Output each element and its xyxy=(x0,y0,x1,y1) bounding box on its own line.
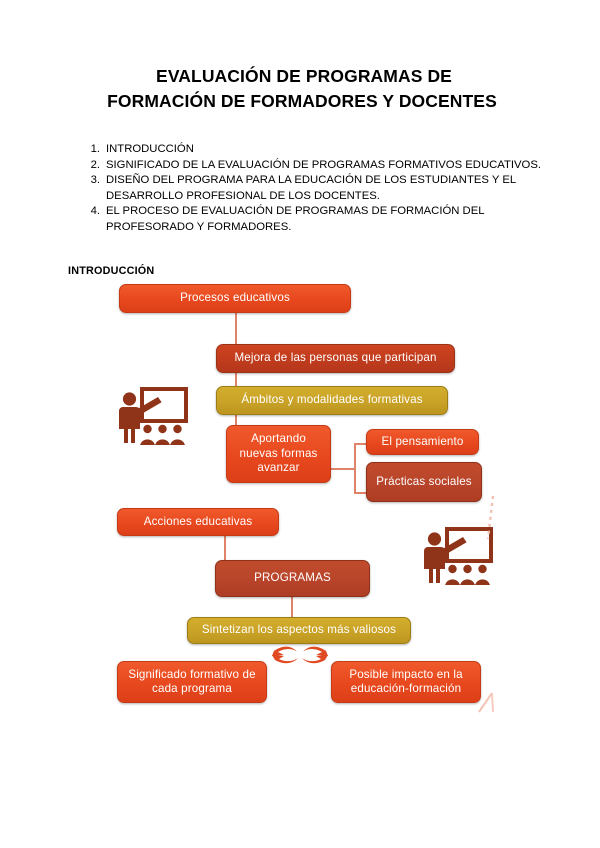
node-label: Ámbitos y modalidades formativas xyxy=(241,393,423,407)
node-label: Aportando nuevas formas avanzar xyxy=(239,432,318,475)
list-item-number: 2. xyxy=(90,158,100,171)
node-label: Acciones educativas xyxy=(143,514,253,528)
node-acciones-educativas[interactable]: Acciones educativas xyxy=(117,508,279,536)
connector-aportando-stem xyxy=(331,468,355,470)
connector-to-practicas xyxy=(354,492,372,494)
node-label: Prácticas sociales xyxy=(376,474,472,488)
flow-diagram: Procesos educativos Mejora de las person… xyxy=(0,284,600,735)
node-label: Significado formativo de cada programa xyxy=(128,667,256,696)
list-item-label: INTRODUCCIÓN xyxy=(106,143,194,155)
node-programas[interactable]: PROGRAMAS xyxy=(215,560,370,597)
node-sintetizan-aspectos[interactable]: Sintetizan los aspectos más valiosos xyxy=(187,617,411,644)
node-significado-formativo[interactable]: Significado formativo de cada programa xyxy=(117,661,267,703)
page-title: EVALUACIÓN DE PROGRAMAS DE FORMACIÓN DE … xyxy=(60,64,544,114)
node-ambitos-modalidades[interactable]: Ámbitos y modalidades formativas xyxy=(216,386,448,415)
list-item-number: 3. xyxy=(90,174,100,187)
connector-procesos-to-mejora xyxy=(235,313,237,345)
node-label: El pensamiento xyxy=(381,434,464,448)
teacher-blackboard-icon xyxy=(114,385,194,452)
table-of-contents: 1. INTRODUCCIÓN 2. SIGNIFICADO DE LA EVA… xyxy=(82,142,542,236)
list-item-label: SIGNIFICADO DE LA EVALUACIÓN DE PROGRAMA… xyxy=(106,158,542,171)
node-label: Sintetizan los aspectos más valiosos xyxy=(201,623,397,637)
list-item: 1. INTRODUCCIÓN xyxy=(82,142,542,158)
node-label: Procesos educativos xyxy=(180,291,290,305)
section-heading-introduccion: INTRODUCCIÓN xyxy=(68,265,155,277)
list-item: 2. SIGNIFICADO DE LA EVALUACIÓN DE PROGR… xyxy=(82,158,542,174)
list-item: 4. EL PROCESO DE EVALUACIÓN DE PROGRAMAS… xyxy=(82,204,542,235)
connector-bracket-vertical xyxy=(354,443,356,493)
node-label: Posible impacto en la educación-formació… xyxy=(349,667,463,696)
teacher-blackboard-icon xyxy=(419,525,499,592)
connector-mejora-to-ambitos xyxy=(235,373,237,387)
list-item-number: 1. xyxy=(90,143,100,155)
node-label: Mejora de las personas que participan xyxy=(234,351,437,365)
converging-arrows-icon xyxy=(272,643,328,676)
page-title-line-1: EVALUACIÓN DE PROGRAMAS DE xyxy=(156,66,452,86)
list-item-number: 4. xyxy=(90,205,100,218)
node-el-pensamiento[interactable]: El pensamiento xyxy=(366,429,479,455)
node-posible-impacto[interactable]: Posible impacto en la educación-formació… xyxy=(331,661,481,703)
node-procesos-educativos[interactable]: Procesos educativos xyxy=(119,284,351,313)
node-mejora-personas[interactable]: Mejora de las personas que participan xyxy=(216,344,455,373)
node-practicas-sociales[interactable]: Prácticas sociales xyxy=(366,462,482,502)
list-item-label: DISEÑO DEL PROGRAMA PARA LA EDUCACIÓN DE… xyxy=(106,174,516,202)
node-label: PROGRAMAS xyxy=(254,571,331,585)
connector-to-pensamiento xyxy=(354,443,374,445)
stray-mark-dashed xyxy=(484,495,498,546)
page-title-line-2: FORMACIÓN DE FORMADORES Y DOCENTES xyxy=(107,91,497,111)
node-aportando-nuevas-formas[interactable]: Aportando nuevas formas avanzar xyxy=(226,425,331,483)
list-item: 3. DISEÑO DEL PROGRAMA PARA LA EDUCACIÓN… xyxy=(82,173,542,204)
connector-acciones-to-programas xyxy=(224,536,226,570)
connector-programas-to-sintetizan xyxy=(291,597,293,618)
stray-mark-diagonal xyxy=(478,690,504,721)
list-item-label: EL PROCESO DE EVALUACIÓN DE PROGRAMAS DE… xyxy=(106,205,485,233)
